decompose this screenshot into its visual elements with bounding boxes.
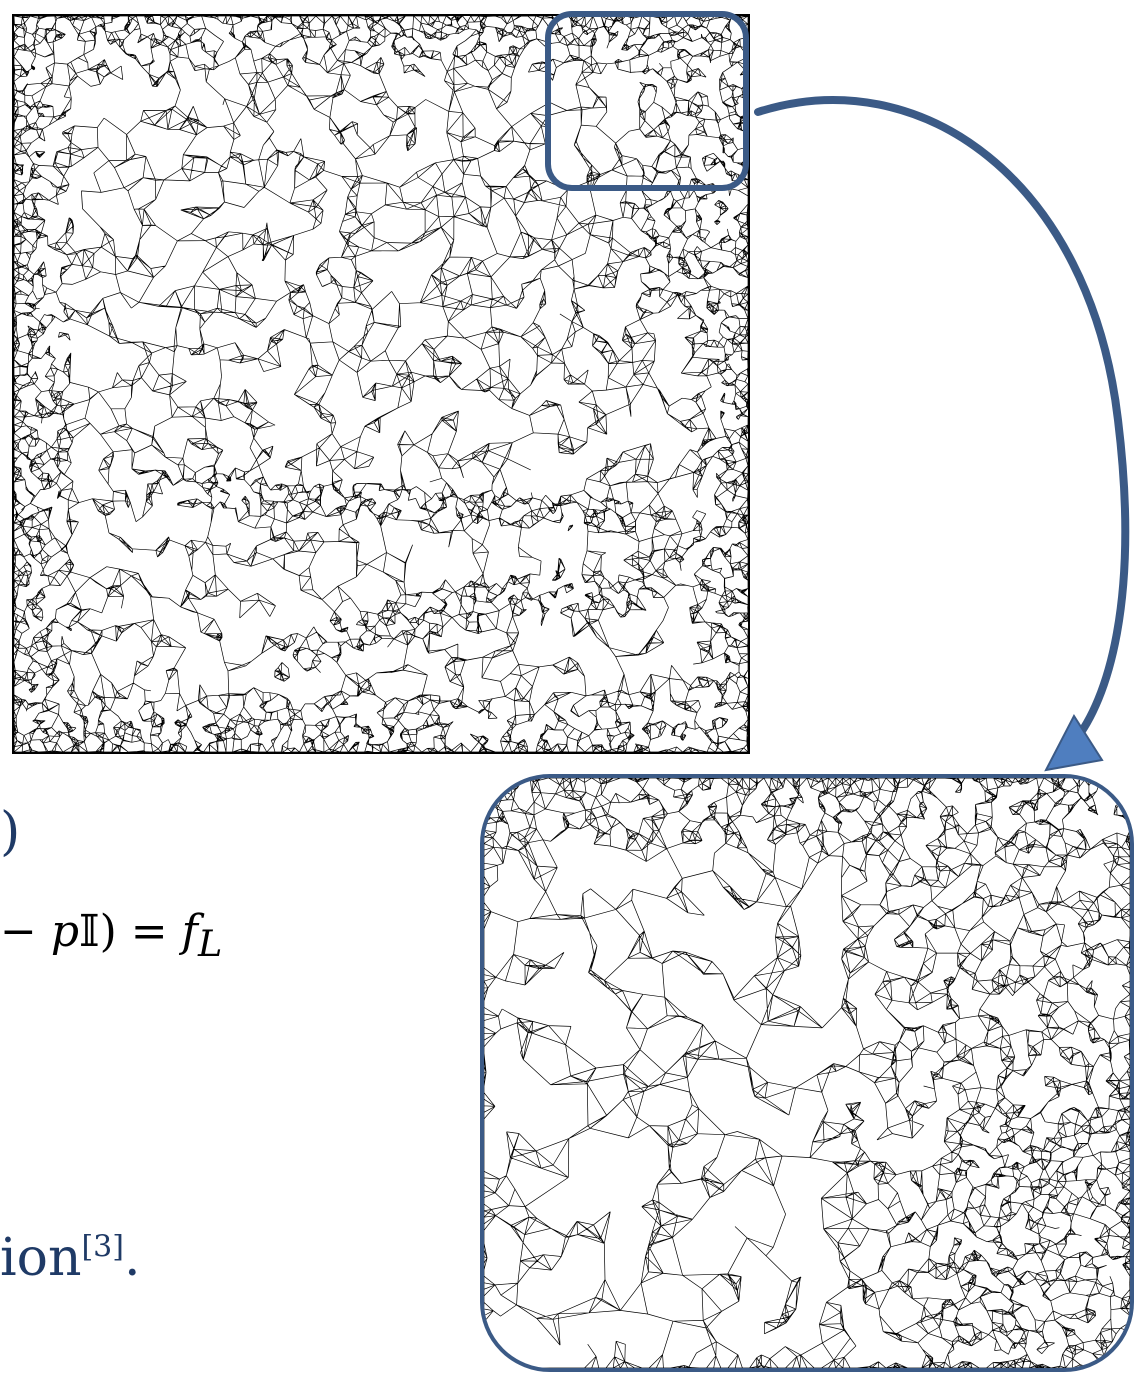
mesh-lines <box>484 778 1130 1368</box>
formula-equals: ) = <box>99 906 182 957</box>
mesh-edges <box>14 16 748 752</box>
mesh-edges <box>484 778 1130 1368</box>
formula-subscript: L <box>197 921 223 965</box>
formula-p: p <box>50 906 80 957</box>
ion-period: . <box>123 1228 141 1288</box>
formula-identity: 𝕀 <box>79 906 100 957</box>
zoomed-mesh-image <box>480 774 1134 1372</box>
paren-fragment: ) <box>0 802 20 862</box>
paren-text: ) <box>0 802 21 862</box>
main-mesh-image <box>12 14 750 754</box>
formula-minus: − <box>0 906 51 957</box>
curved-arrow-line <box>754 96 1130 746</box>
formula-fragment: − p𝕀) = fL <box>0 906 222 965</box>
mesh-lines <box>14 16 748 752</box>
ion-fragment: ion[3]. <box>0 1228 140 1288</box>
citation-superscript: [3] <box>81 1229 124 1265</box>
ion-text: ion <box>0 1228 82 1288</box>
arrow-head-icon <box>1044 713 1104 772</box>
formula-f: f <box>181 906 198 957</box>
